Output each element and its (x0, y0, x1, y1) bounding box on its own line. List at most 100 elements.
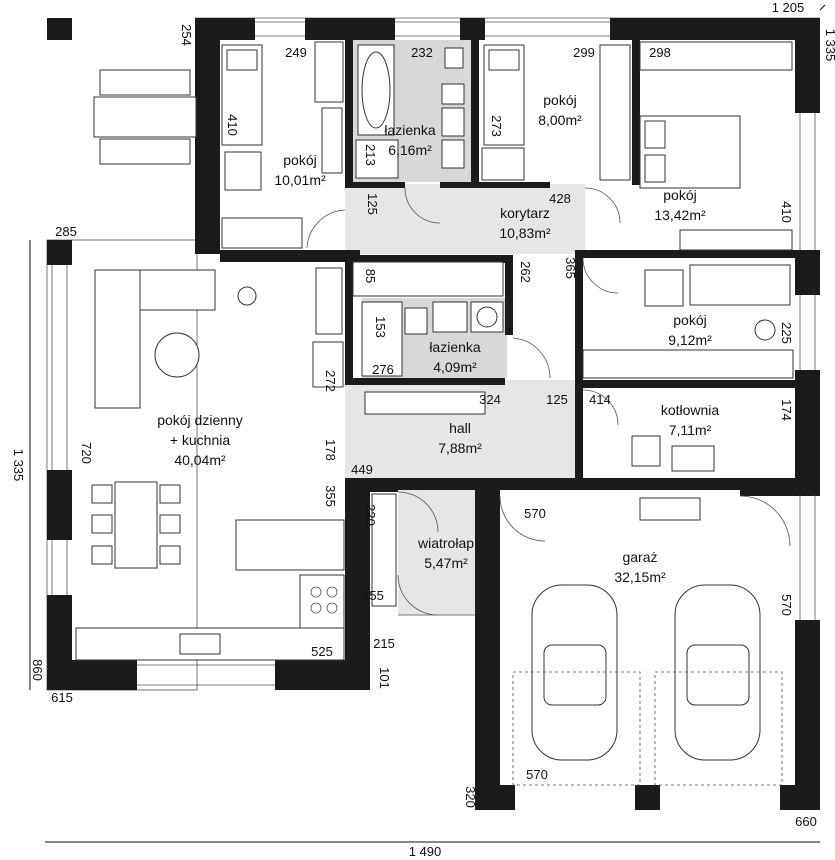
dim-label: 324 (479, 392, 501, 407)
dim-label: 615 (51, 690, 73, 705)
dim-label: 355 (323, 485, 338, 507)
room-label-bath-mid: łazienka 4,09m² (429, 339, 481, 375)
sink (432, 301, 468, 333)
wall (475, 785, 515, 810)
corridor-wardrobe (352, 261, 504, 297)
wall (345, 480, 370, 690)
wall (47, 470, 72, 540)
bed (221, 44, 263, 146)
svg-text:pokój: pokój (283, 152, 316, 168)
svg-text:pokój: pokój (673, 312, 706, 328)
svg-text:+ kuchnia: + kuchnia (170, 432, 231, 448)
bed (483, 44, 525, 146)
svg-text:8,00m²: 8,00m² (538, 112, 582, 128)
garden-bench (93, 69, 197, 165)
room-label-hall: hall 7,88m² (438, 420, 482, 456)
svg-text:pokój: pokój (663, 187, 696, 203)
floor-windbreak (398, 490, 488, 615)
dim-label: 220 (363, 504, 378, 526)
dim-label: 273 (489, 115, 504, 137)
wall (345, 250, 353, 385)
wall (460, 18, 485, 40)
wall (370, 480, 398, 492)
wall (345, 478, 795, 490)
dim-label: 1 490 (409, 844, 442, 859)
dim-label: 365 (563, 257, 578, 279)
boiler (631, 435, 661, 467)
svg-text:kotłownia: kotłownia (661, 402, 720, 418)
wall (575, 380, 795, 388)
wall (47, 240, 72, 265)
dim-label: 125 (365, 193, 380, 215)
wall (475, 480, 500, 810)
pillow (644, 154, 666, 183)
sink (441, 107, 465, 137)
dim-label: 262 (518, 261, 533, 283)
wall (610, 18, 820, 40)
wall (795, 370, 820, 495)
svg-text:10,01m²: 10,01m² (274, 172, 326, 188)
armchair (224, 151, 262, 191)
wall (780, 785, 820, 810)
dim-label: 720 (79, 442, 94, 464)
laundry-sink (671, 445, 715, 472)
dim-label: 570 (779, 594, 794, 616)
svg-text:łazienka: łazienka (429, 339, 481, 355)
svg-text:hall: hall (449, 420, 471, 436)
room-label-bedroom-nw: pokój 10,01m² (274, 152, 326, 188)
svg-text:pokój: pokój (543, 92, 576, 108)
dim-label: 153 (373, 316, 388, 338)
wall (220, 250, 360, 262)
dim-label: 660 (795, 814, 817, 829)
svg-text:9,12m²: 9,12m² (668, 332, 712, 348)
svg-text:10,83m²: 10,83m² (499, 225, 551, 241)
dim-label: 215 (373, 636, 395, 651)
kitchen-counter (75, 519, 345, 661)
dim-label: 125 (546, 392, 568, 407)
room-label-bath-top: łazienka 6,16m² (384, 122, 436, 158)
pillow (644, 120, 666, 149)
armchair (644, 269, 684, 307)
wall (795, 18, 820, 113)
dim-label: 178 (323, 439, 338, 461)
room-label-corridor: korytarz 10,83m² (499, 205, 551, 241)
dim-label: 1 205 (772, 0, 805, 15)
dim-label: 101 (377, 667, 392, 689)
room-label-bedroom-top: pokój 8,00m² (538, 92, 582, 128)
wardrobe (314, 41, 344, 103)
dim-label: 570 (526, 767, 548, 782)
floor-corridor (345, 184, 585, 254)
dim-label: 254 (179, 24, 194, 46)
svg-text:40,04m²: 40,04m² (174, 452, 226, 468)
svg-text:wiatrołap: wiatrołap (417, 535, 474, 551)
dim-label: 232 (411, 45, 433, 60)
svg-text:4,09m²: 4,09m² (433, 359, 477, 375)
toilet (404, 307, 428, 335)
shower (355, 139, 399, 179)
wall (740, 478, 820, 496)
dresser (679, 229, 793, 251)
wall (345, 255, 510, 263)
wall (47, 660, 137, 690)
desk (321, 107, 343, 174)
svg-text:7,11m²: 7,11m² (669, 422, 712, 438)
svg-text:7,88m²: 7,88m² (438, 440, 482, 456)
dim-label: 320 (463, 786, 478, 808)
svg-text:32,15m²: 32,15m² (614, 569, 666, 585)
wall (471, 40, 479, 185)
bed (689, 264, 791, 306)
wardrobe-low (221, 217, 303, 249)
wall (635, 785, 660, 810)
wall (505, 255, 513, 335)
dim-label: 285 (55, 224, 77, 239)
dim-label: 213 (363, 144, 378, 166)
wall (345, 182, 405, 188)
car (531, 584, 618, 761)
wall (345, 40, 353, 185)
dim-label: 276 (372, 362, 394, 377)
wardrobe (481, 147, 525, 181)
wall (632, 40, 640, 185)
room-label-living: pokój dzienny + kuchnia 40,04m² (157, 412, 243, 468)
wardrobe (599, 44, 631, 181)
